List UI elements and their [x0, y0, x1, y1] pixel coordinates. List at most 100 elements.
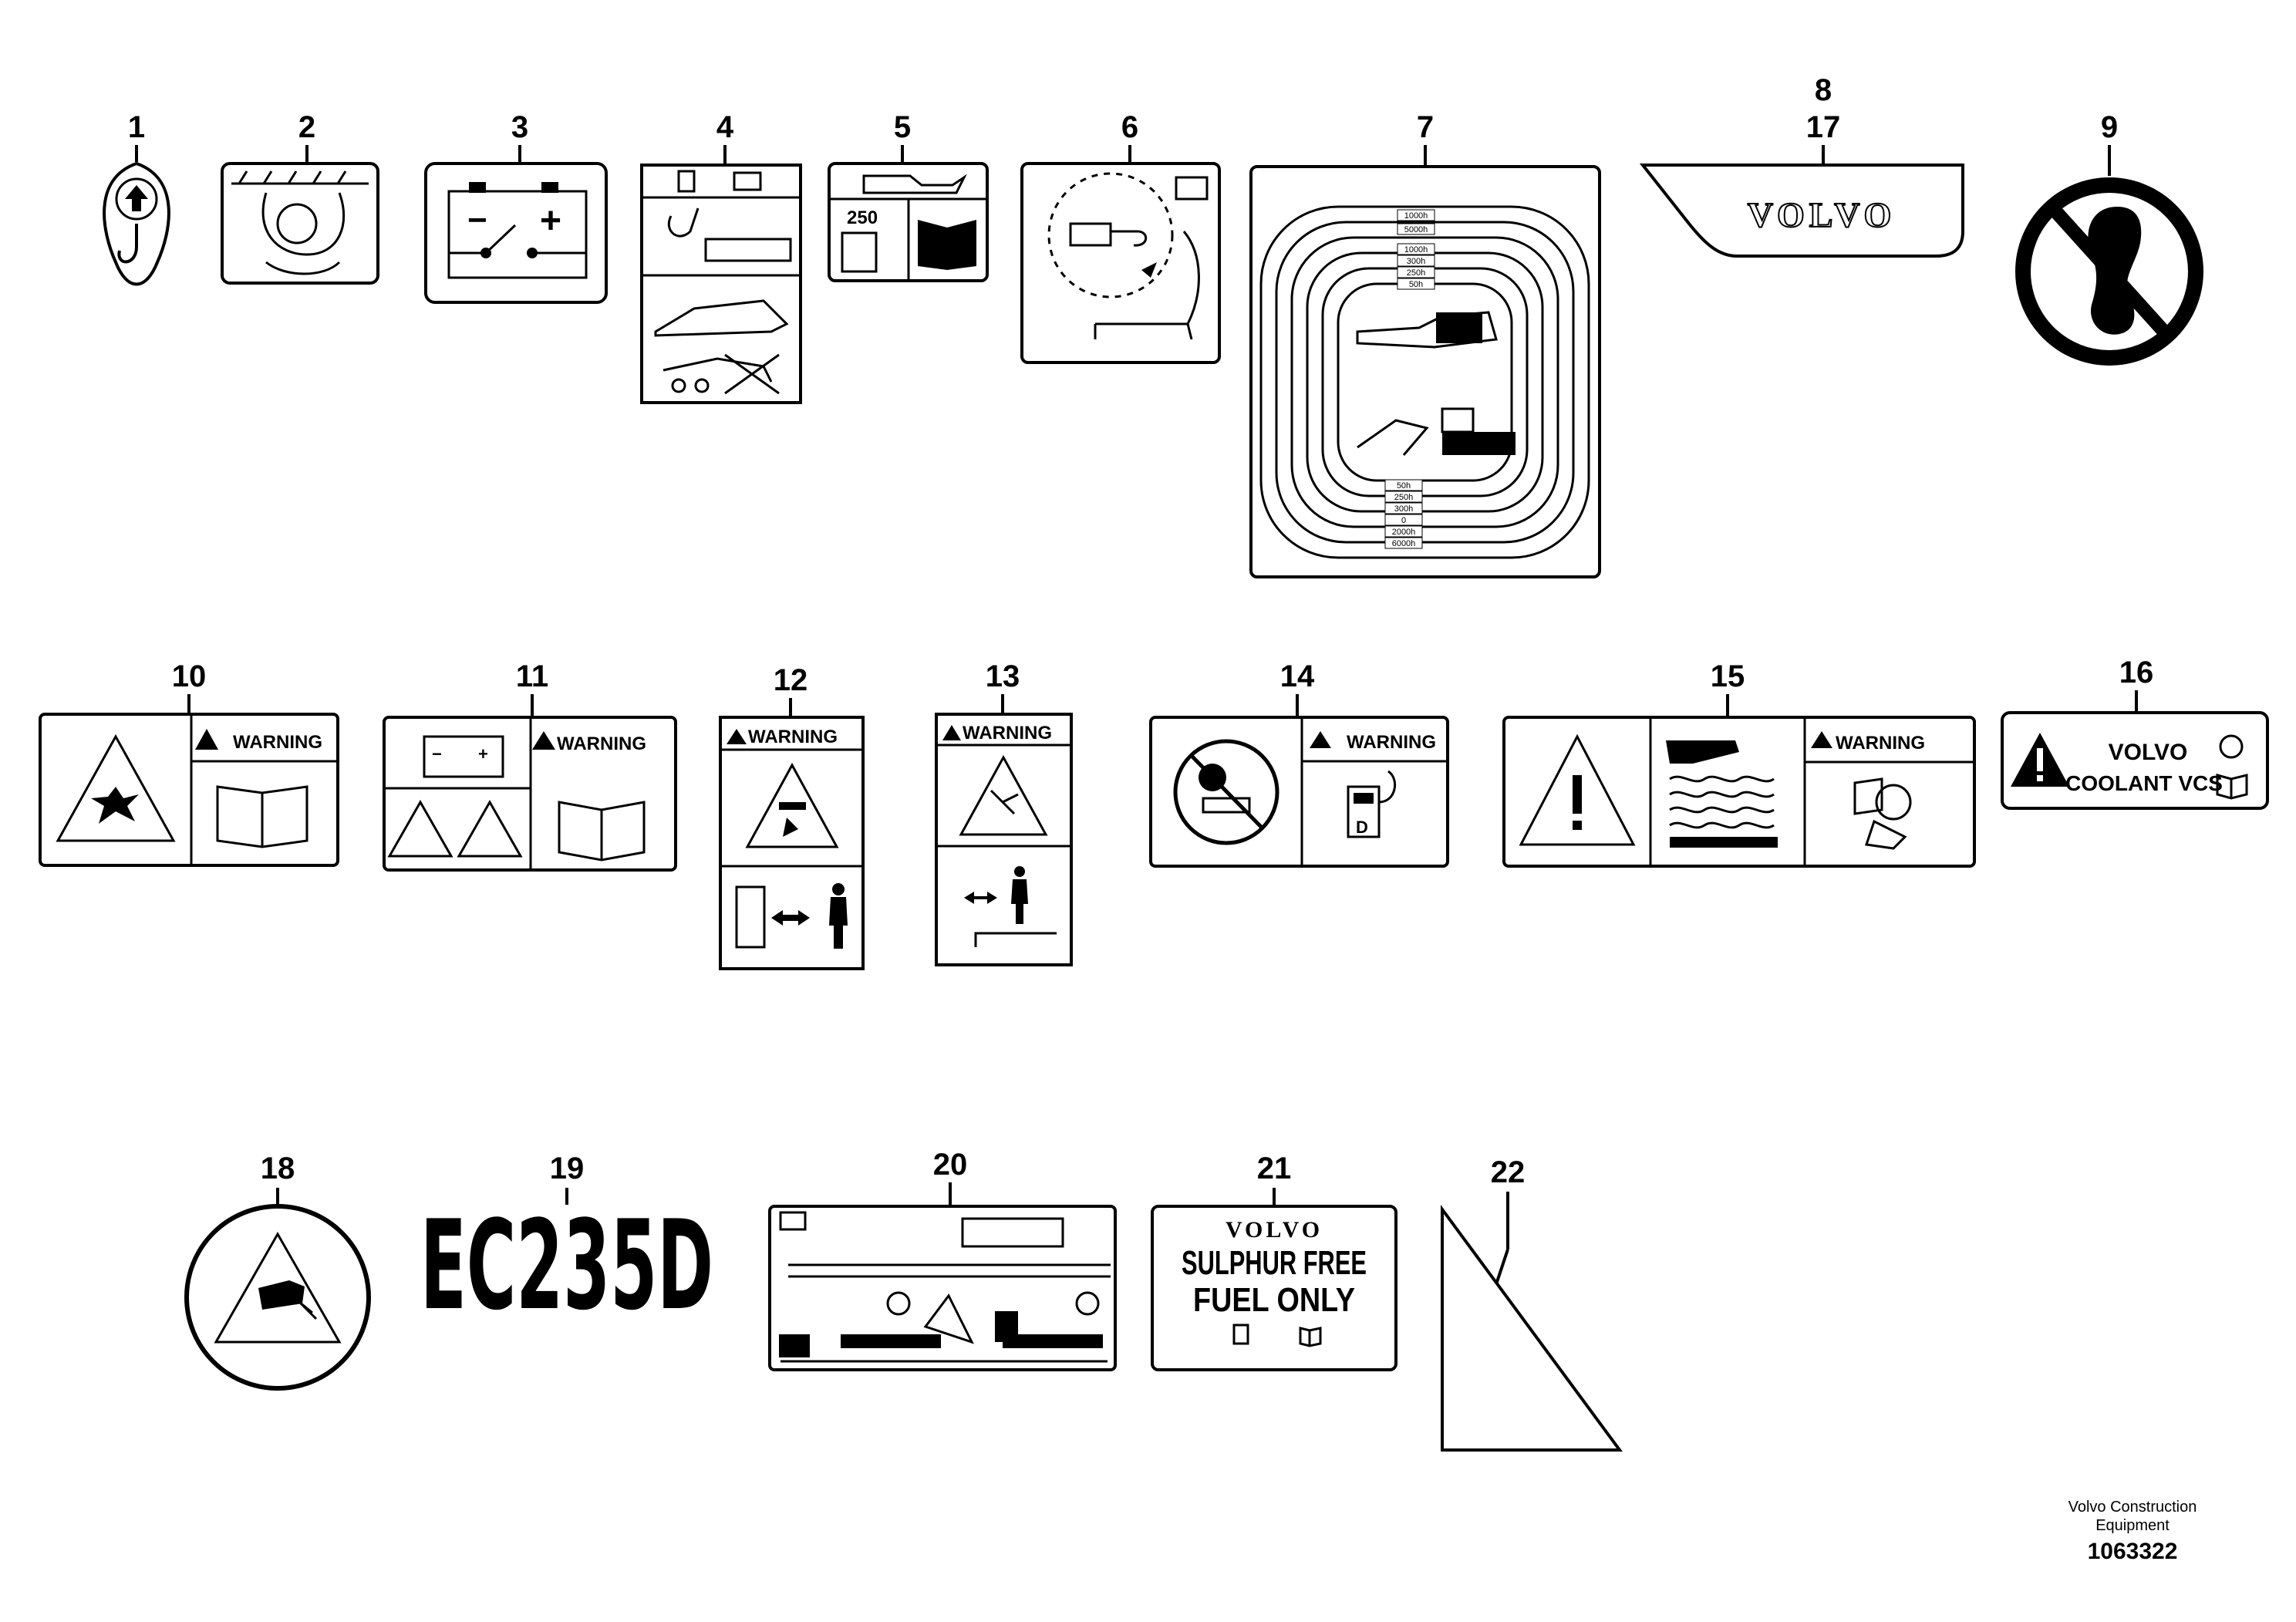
warning-triangle-icon [195, 729, 218, 750]
excavator-top-view-icon [1356, 311, 1498, 349]
warning-label-15: WARNING [1836, 733, 1925, 754]
manual-book-icon [918, 220, 976, 270]
fuel-nozzle-icon [667, 207, 700, 238]
callout-9: 9 [2101, 110, 2118, 144]
svg-text:+: + [478, 744, 488, 764]
svg-text:+: + [540, 201, 561, 241]
hot-spray-icon [1875, 784, 1912, 821]
manual-icon [1299, 1327, 1322, 1347]
manual-icon [779, 1211, 807, 1231]
company-line-2: Equipment [2095, 1517, 2170, 1534]
callout-22: 22 [1491, 1155, 1526, 1189]
falling-person-icon [990, 789, 1019, 815]
excavator-icon [841, 1334, 941, 1348]
person-icon [1011, 879, 1028, 924]
callout-20: 20 [933, 1148, 968, 1182]
decal-11-battery-warning: 11 − + WARNING [383, 659, 677, 872]
callout-1: 1 [128, 110, 145, 144]
excavator-icon [654, 299, 789, 337]
callout-10: 10 [172, 659, 207, 693]
fuel-pump-icon [1232, 1324, 1249, 1345]
coolant-tank-icon [2219, 734, 2244, 759]
person-icon [829, 897, 848, 949]
coolant-text: COOLANT VCS [2065, 771, 2223, 795]
decal-1-lifting-point: 1 [103, 110, 170, 286]
callout-11: 11 [516, 659, 548, 693]
callout-6: 6 [1121, 110, 1138, 144]
model-text: EC235D [420, 1193, 713, 1337]
service-hours-5: 50h [1409, 280, 1423, 289]
drawing-number: 1063322 [2087, 1539, 2178, 1564]
service-hours-4: 250h [1407, 268, 1425, 278]
decal-18-hand-crush: 18 [184, 1152, 371, 1391]
decal-22-triangle: 22 [1441, 1155, 1623, 1452]
decal-12-crush-warning: 12 WARNING [719, 663, 865, 970]
callout-4: 4 [716, 110, 734, 144]
heat-waves-icon [1669, 775, 1775, 829]
svg-text:−: − [432, 744, 442, 764]
service-hours-0: 1000h [1404, 211, 1428, 221]
decal-10-explosion-warning: 10 WARNING [39, 659, 339, 867]
decal-4-transport: 4 [640, 110, 802, 404]
warning-label-14: WARNING [1347, 732, 1436, 753]
callout-3: 3 [511, 110, 528, 144]
callout-19: 19 [550, 1152, 585, 1185]
warning-label-11: WARNING [557, 733, 646, 754]
callout-18: 18 [261, 1152, 295, 1185]
crush-icon [779, 802, 806, 837]
callout-12: 12 [774, 663, 808, 697]
decal-3-battery-switch: 3 − + [424, 110, 608, 304]
callout-14: 14 [1280, 659, 1315, 693]
exclamation-icon [1573, 775, 1582, 814]
decal-7-lubrication-chart: 7 1000h 5000h 1000h 300h 250h 50h 50h 25… [1249, 110, 1601, 578]
service-hours-6: 50h [1397, 481, 1411, 491]
service-hours-1: 5000h [1404, 225, 1428, 234]
decal-19-model-name: 19 EC235D [420, 1152, 713, 1337]
volvo-logo: VOLVO [1226, 1217, 1323, 1243]
decal-21-sulphur-free-fuel: 21 VOLVO SULPHUR FREE FUEL ONLY [1151, 1152, 1397, 1371]
service-hours-3: 300h [1407, 257, 1425, 266]
battery-icon [423, 735, 504, 778]
service-hours-11: 6000h [1392, 539, 1416, 548]
oil-can-icon [862, 174, 967, 194]
decal-16-coolant: 16 VOLVO COOLANT VCS [2001, 656, 2269, 810]
decal-14-no-smoking-fuel: 14 WARNING D [1149, 659, 1449, 868]
explosion-icon [91, 787, 139, 824]
volvo-logo: VOLVO [1748, 195, 1896, 234]
decal-15-hot-surface-warning: 15 WARNING [1502, 659, 1976, 868]
callout-17: 17 [1806, 110, 1841, 144]
service-hours-2: 1000h [1404, 245, 1428, 255]
decal-2-sling: 2 [221, 110, 379, 285]
interval-label: 250 [847, 207, 878, 228]
svg-text:−: − [467, 201, 487, 239]
svg-text:D: D [1356, 818, 1368, 837]
hand-crush-icon [258, 1280, 305, 1310]
callout-2: 2 [298, 110, 315, 144]
fuel-pump-icon [1347, 785, 1381, 838]
callout-21: 21 [1257, 1152, 1292, 1185]
sulphur-line-2: FUEL ONLY [1193, 1281, 1355, 1319]
callout-15: 15 [1711, 659, 1745, 693]
warning-label-12: WARNING [748, 727, 838, 747]
service-hours-8: 300h [1394, 504, 1413, 514]
excavator-side-view-icon [1357, 419, 1429, 456]
callout-5: 5 [894, 110, 911, 144]
service-hours-9: 0 [1401, 516, 1406, 525]
manual-icon [2216, 774, 2248, 800]
manual-icon [216, 785, 308, 848]
manual-icon [1175, 176, 1209, 201]
decal-20-lifting-capacity: 20 [768, 1148, 1117, 1371]
manual-icon [558, 801, 646, 862]
battery-icon [447, 190, 588, 279]
volvo-text: VOLVO [2109, 740, 2188, 765]
decal-8-17-volvo-badge: 8 17 VOLVO [1639, 73, 1964, 258]
decal-5-oil-service: 5 250 [828, 110, 989, 282]
callout-8: 8 [1815, 73, 1832, 107]
warning-label-10: WARNING [233, 732, 322, 753]
hand-icon [1666, 740, 1739, 764]
warning-label-13: WARNING [963, 723, 1052, 744]
decal-9-no-step: 9 [2015, 110, 2203, 366]
rope-icon [261, 192, 346, 256]
distance-arrow-icon [771, 910, 810, 926]
